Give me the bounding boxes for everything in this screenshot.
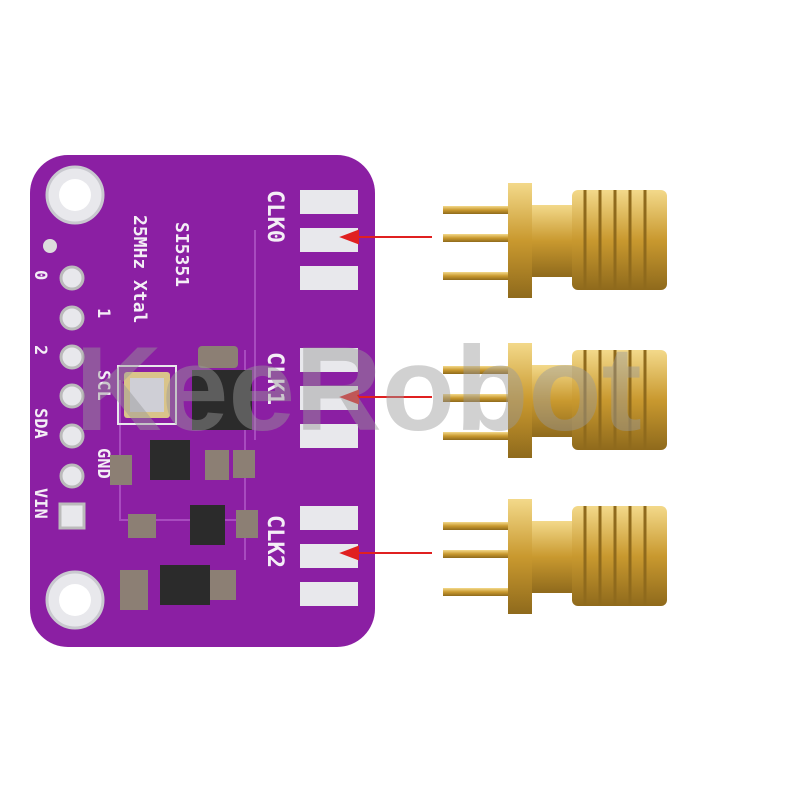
pin-label-1: 1 [93, 308, 113, 318]
sma-connector [443, 183, 667, 298]
clk1-label: CLK1 [262, 352, 287, 405]
watermark: KeeRobot [75, 322, 642, 456]
sma-pads [300, 190, 358, 606]
arrows [339, 229, 432, 561]
si5351-chip [192, 370, 252, 430]
pin-label-0: 0 [30, 270, 50, 280]
crystal-label: 25MHz Xtal [129, 215, 150, 323]
pin-label-2: 2 [30, 345, 50, 355]
sma-connectors [441, 183, 669, 616]
pin-label-sda: SDA [30, 408, 50, 439]
clk0-label: CLK0 [262, 190, 287, 243]
pin-header [43, 239, 86, 530]
pin-label-vin: VIN [30, 488, 50, 519]
clk2-label: CLK2 [262, 515, 287, 568]
pin-label-scl: SCL [93, 370, 113, 401]
chip-label: SI5351 [171, 222, 192, 287]
pin-label-gnd: GND [93, 448, 113, 479]
